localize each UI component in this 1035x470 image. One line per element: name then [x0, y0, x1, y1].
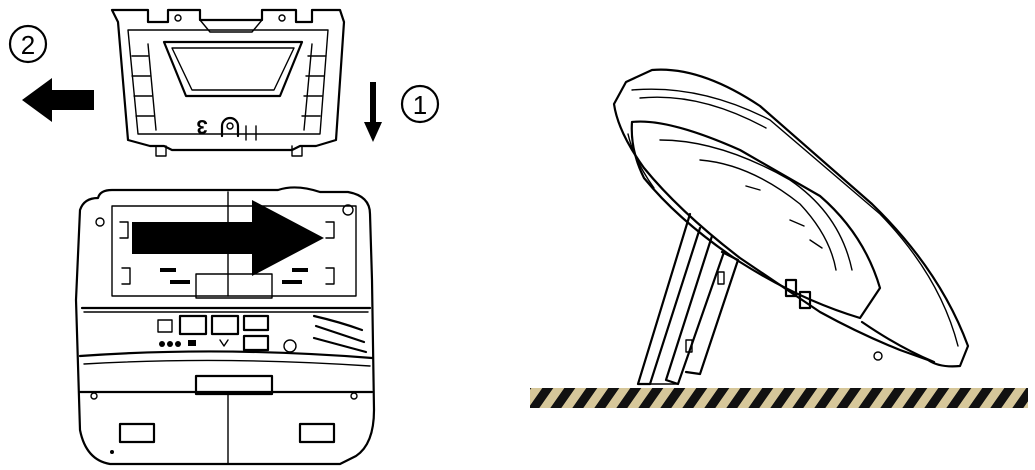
arrow-right-icon: [132, 200, 324, 276]
stand-marking-text: 3: [196, 115, 207, 137]
desk-surface-stripe: [530, 388, 1028, 408]
step-1-number: 1: [413, 90, 427, 120]
step-2-circle: [8, 24, 48, 64]
stand-bracket: 3: [110, 8, 346, 157]
step-2-number: 2: [21, 30, 35, 60]
phone-side-view: [612, 68, 970, 386]
step-2-label: 2: [8, 24, 48, 64]
arrow-down-icon: [364, 82, 382, 142]
arrow-left-icon: [22, 78, 94, 122]
step-1-label: 1: [400, 84, 440, 124]
step-1-circle: [400, 84, 440, 124]
phone-back-view: [74, 186, 376, 466]
